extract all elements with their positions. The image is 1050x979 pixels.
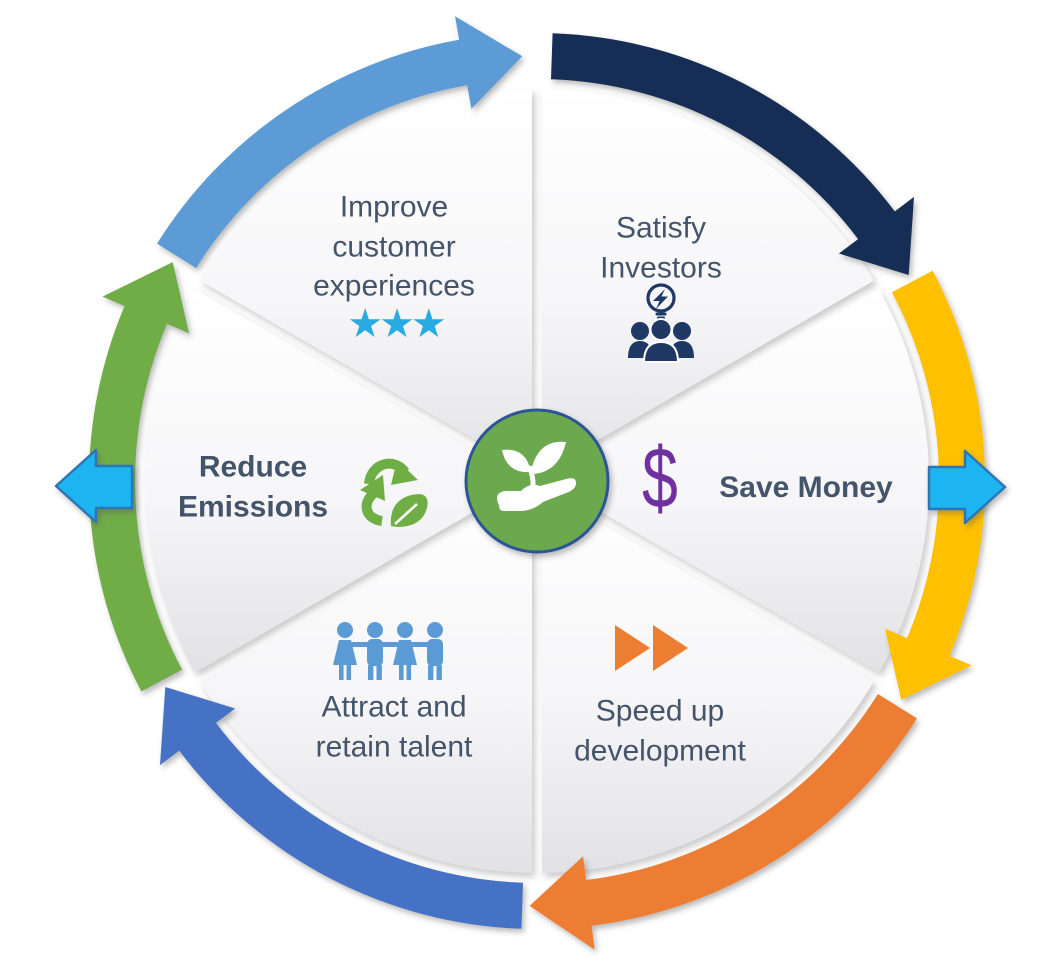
label-reduce-emissions: Reduce Emissions (177, 450, 329, 523)
hand-holding-seedling-icon (497, 441, 577, 511)
fast-forward-icon (615, 625, 688, 671)
label-save-money: Save Money (719, 471, 893, 505)
segment-speed-up-development (534, 481, 874, 873)
center-circle (464, 408, 610, 554)
label-speed-up-development: Speed up development (574, 694, 746, 767)
label-satisfy-investors: Satisfy Investors (600, 211, 722, 284)
people-holding-hands-icon (333, 622, 443, 680)
segment-save-money (539, 289, 930, 673)
arc-arrow-bottom-right (529, 694, 917, 950)
arc-arrow-top-left (157, 16, 523, 269)
dollar-sign-icon: $ (642, 430, 678, 527)
center-badge (464, 408, 610, 554)
arc-arrow-left (88, 262, 189, 692)
arc-arrow-top-right (551, 33, 914, 275)
segment-reduce-emissions (144, 289, 535, 673)
three-stars-icon: ★★★ (347, 302, 447, 346)
investors-group-idea-icon (628, 283, 694, 363)
recycle-leaf-icon (360, 458, 428, 527)
segment-satisfy-investors (534, 89, 874, 481)
segment-improve-customer-experiences (200, 89, 540, 481)
left-outward-arrow (54, 448, 134, 524)
label-improve-customer-experiences: Improve customer experiences (313, 190, 475, 303)
arc-arrow-bottom-left (160, 687, 523, 929)
label-attract-retain-talent: Attract and retain talent (315, 690, 473, 763)
arc-arrow-right (885, 270, 986, 700)
right-outward-arrow (927, 449, 1007, 525)
